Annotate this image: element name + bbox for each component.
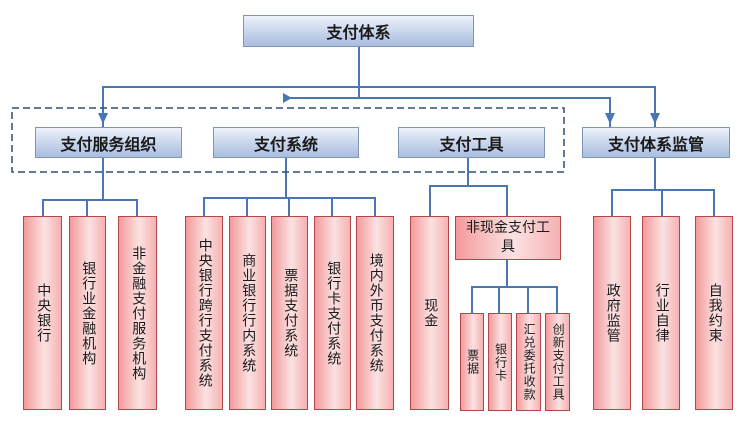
category-supervision: 支付体系监管 [582, 127, 730, 158]
leaf-non-financial-orgs: 非金融支付服务机构 [118, 216, 157, 410]
leaf-label: 自我约束 [706, 283, 723, 343]
leaf-label: 中央银行跨行支付系统 [196, 238, 213, 388]
leaf-label: 政府监管 [604, 283, 621, 343]
category-label: 支付服务组织 [60, 134, 157, 154]
leaf-bank-institutions: 银行业金融机构 [69, 216, 106, 410]
leaf-bills: 票据 [460, 313, 484, 411]
leaf-interbank-system: 中央银行跨行支付系统 [185, 216, 223, 410]
leaf-label: 创新支付工具 [551, 323, 566, 401]
leaf-self-restraint: 自我约束 [695, 216, 733, 410]
leaf-label: 汇兑委托收款 [522, 323, 537, 401]
leaf-industry-self-regulation: 行业自律 [642, 216, 680, 410]
category-payment-systems: 支付系统 [213, 127, 359, 158]
leaf-cash: 现金 [410, 216, 449, 410]
leaf-label: 非金融支付服务机构 [130, 245, 147, 381]
leaf-commercial-bank-system: 商业银行行内系统 [229, 216, 266, 410]
leaf-label: 票据 [465, 349, 480, 375]
leaf-government-supervision: 政府监管 [593, 216, 631, 410]
leaf-card-system: 银行卡支付系统 [314, 216, 351, 410]
leaf-label: 银行卡支付系统 [325, 260, 342, 366]
leaf-label: 中央银行 [35, 283, 52, 343]
root-label: 支付体系 [326, 23, 391, 42]
category-payment-tools: 支付工具 [398, 127, 545, 158]
leaf-label: 票据支付系统 [282, 268, 299, 358]
category-label: 支付系统 [253, 134, 318, 154]
leaf-label: 境内外币支付系统 [367, 253, 384, 373]
leaf-label: 银行业金融机构 [80, 260, 97, 366]
leaf-bill-system: 票据支付系统 [271, 216, 308, 410]
leaf-label: 银行卡 [493, 342, 508, 382]
non-cash-tools-node: 非现金支付工具 [455, 216, 561, 260]
root-node: 支付体系 [243, 15, 474, 47]
category-service-orgs: 支付服务组织 [35, 127, 182, 158]
leaf-label: 商业银行行内系统 [240, 253, 257, 373]
leaf-foreign-currency-system: 境内外币支付系统 [356, 216, 394, 410]
leaf-central-bank: 中央银行 [23, 216, 62, 410]
leaf-innovative-tools: 创新支付工具 [545, 313, 570, 411]
leaf-label: 现金 [422, 298, 439, 328]
node-label: 非现金支付工具 [466, 220, 550, 255]
leaf-label: 行业自律 [653, 283, 670, 343]
category-label: 支付工具 [439, 134, 504, 154]
leaf-bank-card: 银行卡 [488, 313, 512, 411]
leaf-remittance: 汇兑委托收款 [516, 313, 541, 411]
category-label: 支付体系监管 [607, 134, 704, 154]
